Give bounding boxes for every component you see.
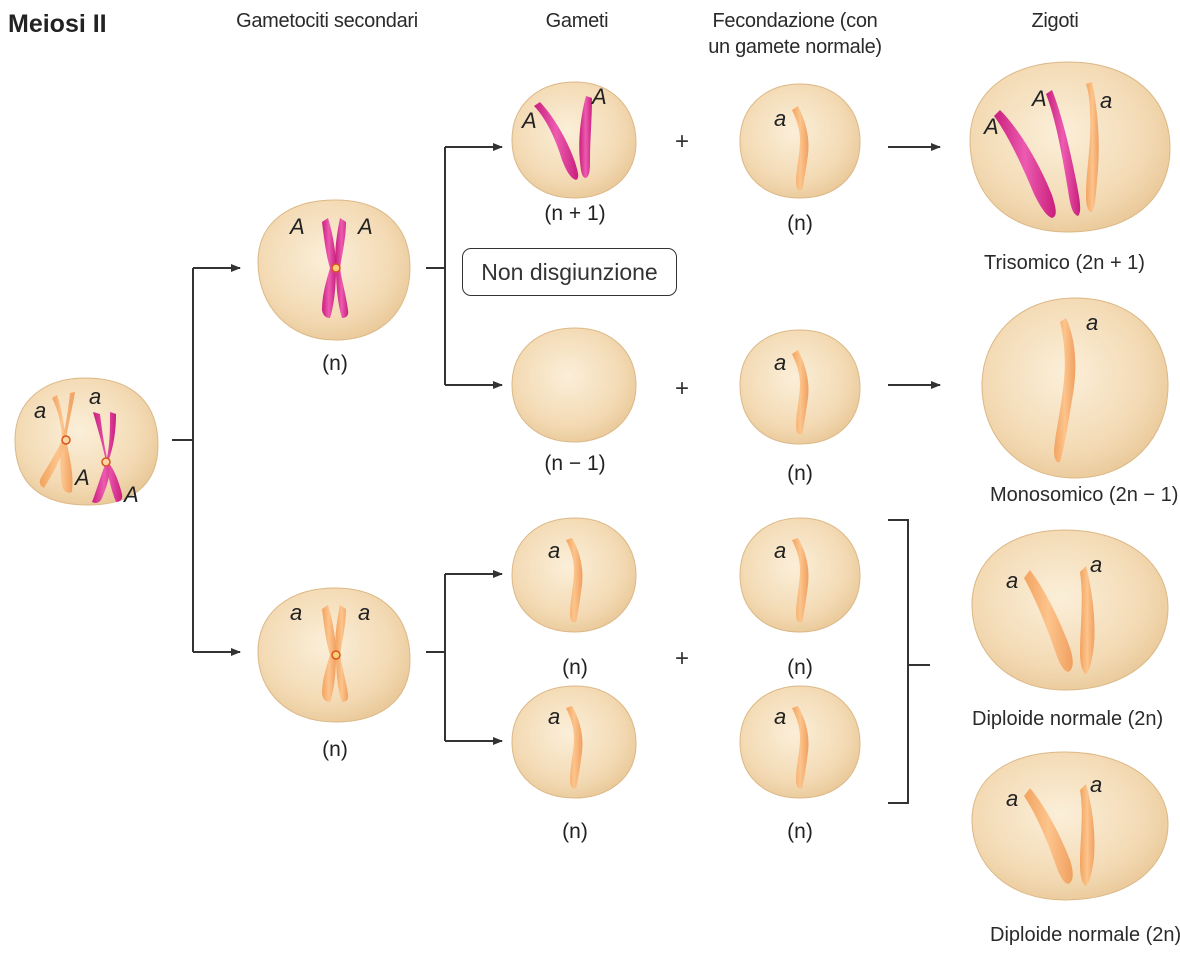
ploidy-label: (n − 1) [515,452,635,476]
allele-label: A [73,465,90,490]
allele-label: a [548,704,560,729]
allele-label: A [982,114,999,139]
ploidy-label: (n) [740,462,860,486]
zygote-label-trisomic: Trisomico (2n + 1) [984,252,1145,275]
gamete-n-minus-1 [512,328,636,442]
ploidy-label: (n) [275,738,395,762]
allele-label: a [1006,786,1018,811]
allele-label: a [89,384,101,409]
gamete-n-plus-1: A A [512,82,636,198]
gamete-n: a [512,518,636,632]
allele-label: A [122,482,139,507]
zygote-label-diploid: Diploide normale (2n) [990,924,1180,947]
plus-sign: + [675,128,689,156]
nondisjunction-label: Non disgiunzione [462,248,677,296]
centromere [102,458,110,466]
allele-label: A [356,214,373,239]
zygote-label-diploid: Diploide normale (2n) [972,708,1163,731]
ploidy-label: (n) [740,656,860,680]
allele-label: a [1006,568,1018,593]
primary-cell: a a A A [15,378,158,507]
zygote-diploid: a a [972,530,1168,690]
zygote-monosomic: a [982,298,1168,478]
ploidy-label: (n) [275,352,395,376]
allele-label: A [520,108,537,133]
secondary-gametocyte-dominant: A A [258,200,410,340]
ploidy-label: (n) [740,820,860,844]
secondary-gametocyte-recessive: a a [258,588,410,722]
plus-sign: + [675,375,689,403]
gamete-n: a [512,686,636,798]
allele-label: a [1086,310,1098,335]
ploidy-label: (n) [515,820,635,844]
normal-gamete: a [740,84,860,198]
allele-label: a [774,538,786,563]
allele-label: A [288,214,305,239]
ploidy-label: (n + 1) [515,202,635,226]
normal-gamete: a [740,686,860,798]
zygote-label-monosomic: Monosomico (2n − 1) [990,484,1178,507]
allele-label: a [290,600,302,625]
ploidy-label: (n) [515,656,635,680]
allele-label: a [34,398,46,423]
zygote-diploid: a a [972,752,1168,900]
plus-sign: + [675,645,689,673]
allele-label: a [358,600,370,625]
allele-label: a [548,538,560,563]
bracket [888,520,908,803]
normal-gamete: a [740,518,860,632]
allele-label: A [1030,86,1047,111]
centromere [332,651,340,659]
allele-label: a [1090,772,1102,797]
zygote-trisomic: A A a [970,62,1170,232]
allele-label: A [590,84,607,109]
allele-label: a [1090,552,1102,577]
ploidy-label: (n) [740,212,860,236]
allele-label: a [774,106,786,131]
allele-label: a [774,350,786,375]
centromere [62,436,70,444]
centromere [332,264,340,272]
normal-gamete: a [740,330,860,444]
allele-label: a [774,704,786,729]
allele-label: a [1100,88,1112,113]
